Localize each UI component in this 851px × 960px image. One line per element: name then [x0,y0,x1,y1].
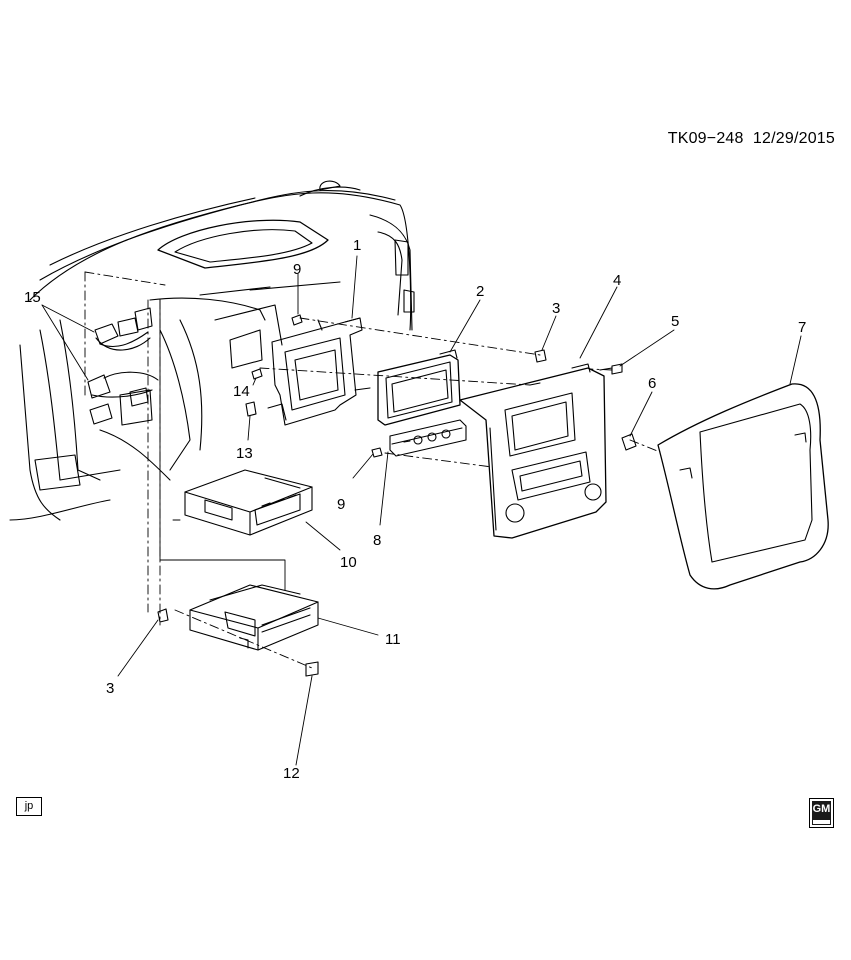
callout-10: 10 [340,554,357,571]
callout-9-upper: 9 [293,261,301,278]
callout-12: 12 [283,765,300,782]
diagram-header: TK09−248 12/29/2015 [640,130,835,148]
part-7-trim-plate [657,383,829,590]
callout-6: 6 [648,375,656,392]
callout-14: 14 [233,383,250,400]
part-15-wiring-harness [87,307,159,425]
callout-1: 1 [353,237,361,254]
callout-15: 15 [24,289,41,306]
part-8-control-switch [389,419,467,457]
callout-8: 8 [373,532,381,549]
callout-leaders [41,255,802,766]
part-1-display-bracket [267,317,371,426]
diagram-date: 12/29/2015 [752,130,835,147]
author-stamp: jp [16,797,42,816]
callout-5: 5 [671,313,679,330]
callout-numbers: 1 2 3 4 5 6 7 8 9 9 10 11 12 13 14 15 3 [24,237,806,782]
callout-3-lower: 3 [106,680,114,697]
gm-logo: GM [809,798,834,828]
callout-7: 7 [798,319,806,336]
fasteners [157,314,637,677]
part-4-instrument-panel-bezel [459,363,607,539]
callout-9-lower: 9 [337,496,345,513]
callout-11: 11 [385,631,401,648]
callout-2: 2 [476,283,484,300]
gm-logo-mark: GM [812,801,831,825]
callout-3-upper: 3 [552,300,560,317]
alignment-lines [84,271,661,669]
callout-4: 4 [613,272,621,289]
gm-logo-bar [813,820,830,824]
instrument-panel [9,180,415,521]
part-11-radio-module [189,584,319,651]
callout-13: 13 [236,445,253,462]
part-2-display-module [377,349,461,426]
harness-guide-lines [159,299,286,591]
part-10-radio-receiver [184,469,313,536]
diagram-code: TK09−248 [667,130,744,147]
